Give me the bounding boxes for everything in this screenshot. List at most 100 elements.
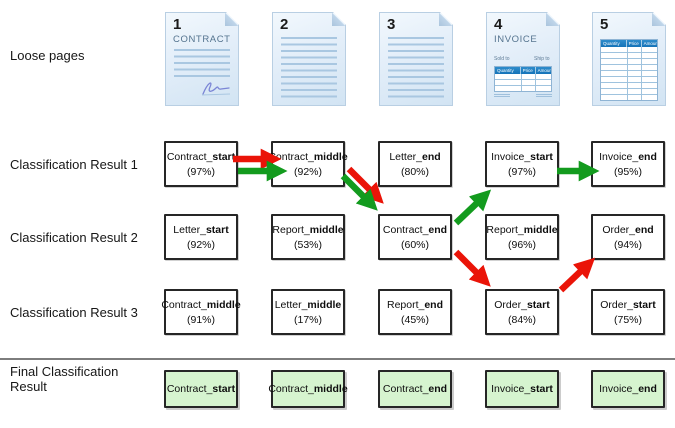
class-suffix: middle: [523, 223, 558, 236]
class-suffix: end: [635, 223, 654, 236]
sold-to-label: Sold to: [494, 56, 510, 62]
col-amount: Amount: [641, 40, 657, 47]
page-icon-invoice: 4 INVOICE Sold to Ship to Quantity Price…: [486, 12, 560, 106]
page-fold-icon: [652, 13, 665, 26]
confidence: (91%): [186, 313, 215, 326]
class-prefix: Order_: [602, 223, 635, 236]
class-prefix: Contract_: [268, 383, 314, 395]
confidence: (97%): [507, 165, 536, 178]
box-result2-col5: Order_end (94%): [591, 214, 665, 260]
class-prefix: Contract_: [268, 150, 314, 163]
confidence: (80%): [400, 165, 429, 178]
col-price: Price: [626, 40, 641, 47]
class-suffix: start: [530, 150, 553, 163]
label-final-line1: Final Classification: [10, 364, 119, 379]
arrow-green-r1c2-r2c3: [340, 173, 378, 211]
class-suffix: middle: [313, 383, 348, 395]
page-icon-table: 5 Quantity Price Amount: [592, 12, 666, 106]
box-result1-col4: Invoice_start (97%): [485, 141, 559, 187]
class-suffix: end: [428, 383, 448, 395]
box-result1-col3: Letter_end (80%): [378, 141, 452, 187]
page-number: 4: [494, 16, 503, 33]
confidence: (97%): [186, 165, 215, 178]
separator-line: [0, 358, 675, 360]
class-prefix: Contract_: [166, 383, 213, 395]
confidence: (95%): [613, 165, 642, 178]
class-prefix: Contract_: [161, 298, 207, 311]
class-suffix: middle: [206, 298, 241, 311]
page-fold-icon: [225, 13, 238, 26]
arrow-red-r3c4-r2c5: [558, 257, 596, 293]
confidence: (92%): [293, 165, 322, 178]
text-lines-icon: [388, 37, 444, 99]
box-result1-col1: Contract_start (97%): [164, 141, 238, 187]
signature-icon: [200, 80, 232, 97]
class-prefix: Invoice_: [491, 150, 531, 163]
invoice-table-rows: [495, 74, 551, 91]
confidence: (53%): [293, 238, 322, 251]
confidence: (17%): [293, 313, 322, 326]
ship-to-label: Ship to: [534, 56, 550, 62]
col-quantity: Quantity: [603, 41, 620, 46]
invoice-footer-lines: [494, 93, 552, 97]
label-loose-pages: Loose pages: [10, 48, 85, 63]
class-prefix: Contract_: [166, 150, 213, 163]
box-result3-col1: Contract_middle (91%): [161, 289, 241, 335]
page-number: 1: [173, 16, 182, 33]
class-suffix: end: [638, 150, 657, 163]
box-result1-col5: Invoice_end (95%): [591, 141, 665, 187]
box-result1-col2: Contract_middle (92%): [268, 141, 348, 187]
class-suffix: end: [428, 223, 448, 236]
class-suffix: start: [526, 298, 550, 311]
confidence: (94%): [613, 238, 642, 251]
box-result3-col2: Letter_middle (17%): [271, 289, 345, 335]
class-suffix: middle: [309, 223, 344, 236]
arrow-red-r2c3-r3c4: [453, 249, 491, 287]
class-suffix: end: [424, 298, 444, 311]
final-box-col5: Invoice_end: [591, 370, 665, 408]
class-prefix: Letter_: [389, 150, 423, 163]
page-number: 5: [600, 16, 609, 33]
page-icon-contract: 1 CONTRACT: [165, 12, 239, 106]
class-prefix: Invoice_: [491, 383, 531, 395]
arrow-green-r2c3-r1c4: [453, 189, 492, 226]
box-result2-col1: Letter_start (92%): [164, 214, 238, 260]
class-prefix: Report_: [386, 298, 425, 311]
page-title: CONTRACT: [173, 34, 231, 45]
page-number: 2: [280, 16, 289, 33]
confidence: (75%): [613, 313, 642, 326]
class-prefix: Contract_: [382, 223, 429, 236]
page-fold-icon: [439, 13, 452, 26]
sheet-table-header: Quantity Price Amount: [601, 40, 657, 47]
page-icon-text-2: 2: [272, 12, 346, 106]
confidence: (96%): [507, 238, 536, 251]
col-quantity: Quantity: [497, 68, 514, 73]
class-suffix: start: [212, 383, 236, 395]
page-fold-icon: [332, 13, 345, 26]
class-suffix: start: [212, 150, 236, 163]
footer-line-icon: [536, 94, 552, 95]
class-suffix: end: [638, 383, 657, 395]
page-icon-text-3: 3: [379, 12, 453, 106]
confidence: (84%): [507, 313, 536, 326]
class-prefix: Report_: [272, 223, 310, 236]
confidence: (60%): [400, 238, 429, 251]
class-prefix: Letter_: [173, 223, 206, 236]
box-result2-col4: Report_middle (96%): [485, 214, 559, 260]
footer-line-icon: [536, 96, 552, 97]
label-final-result: Final Classification Result: [10, 364, 118, 394]
class-prefix: Invoice_: [599, 150, 639, 163]
label-result-2: Classification Result 2: [10, 230, 138, 245]
class-prefix: Order_: [494, 298, 527, 311]
box-result2-col3: Contract_end (60%): [378, 214, 452, 260]
page-number: 3: [387, 16, 396, 33]
text-lines-icon: [174, 49, 230, 81]
label-final-line2: Result: [10, 379, 47, 394]
label-result-1: Classification Result 1: [10, 157, 138, 172]
footer-line-icon: [494, 94, 510, 95]
col-amount: Amount: [535, 67, 551, 74]
page-title: INVOICE: [494, 34, 538, 45]
class-prefix: Invoice_: [599, 383, 639, 395]
invoice-table-header: Quantity Price Amount: [495, 67, 551, 74]
